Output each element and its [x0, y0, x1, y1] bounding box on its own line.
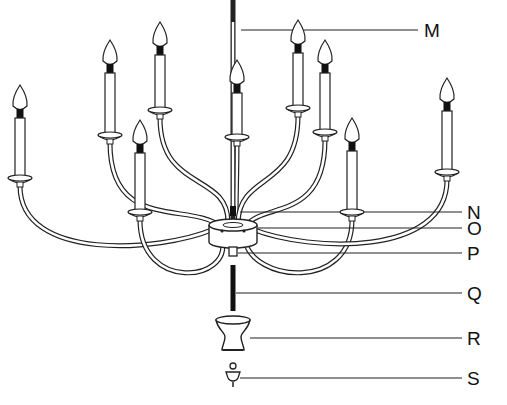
arm-outline	[160, 118, 228, 222]
candle	[435, 78, 459, 181]
arm-fill	[160, 118, 228, 222]
part-letter: Q	[467, 284, 482, 303]
candle	[286, 20, 310, 117]
threaded-rod	[231, 265, 236, 311]
arm-outline	[246, 140, 325, 226]
arm-outline	[236, 145, 237, 222]
part-letter: P	[467, 244, 480, 263]
candle	[225, 60, 249, 146]
part-letter: O	[467, 219, 482, 238]
candle	[128, 120, 152, 221]
leader-lines	[236, 30, 462, 378]
candle	[148, 22, 172, 119]
candle-sockets	[8, 20, 459, 221]
part-letter: M	[424, 21, 440, 40]
candle	[313, 40, 337, 141]
arm-fill	[236, 145, 237, 222]
candle	[8, 85, 32, 187]
candle	[340, 118, 364, 221]
part-letter: S	[467, 369, 480, 388]
arm-fill	[246, 140, 325, 226]
nipple-part	[229, 247, 237, 256]
part-letter: R	[467, 329, 481, 348]
candle	[98, 40, 122, 144]
hub-body	[209, 219, 257, 248]
bottom-cup	[216, 316, 250, 350]
finial	[226, 363, 240, 387]
